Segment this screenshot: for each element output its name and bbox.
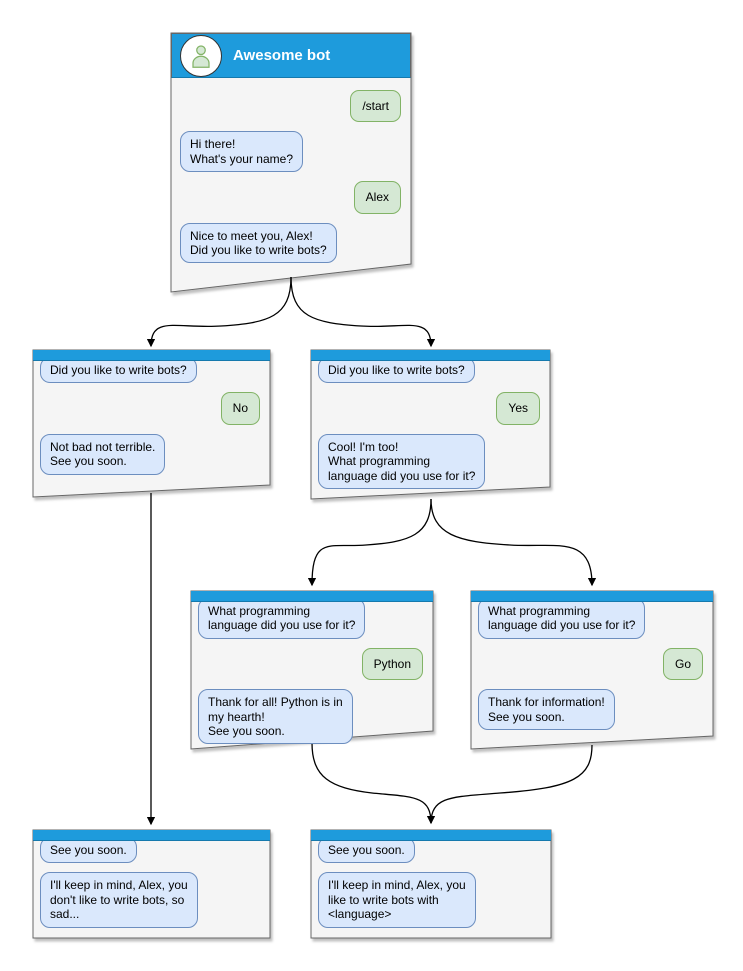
- chat-header-bar: [33, 830, 270, 841]
- chat-window-root: Awesome bot /start Hi there! What's your…: [171, 33, 411, 292]
- message-bubble-user: Go: [662, 647, 703, 681]
- edge-root-to-yes: [290, 276, 436, 348]
- bot-avatar: [180, 34, 222, 77]
- message-bubble-user: Python: [361, 647, 423, 681]
- chat-window-no-branch: Did you like to write bots? No Not bad n…: [33, 350, 270, 497]
- chat-window-end-no: See you soon. I'll keep in mind, Alex, y…: [33, 830, 270, 938]
- edge-yes-to-go: [430, 498, 597, 587]
- chat-body: See you soon. I'll keep in mind, Alex, y…: [311, 830, 551, 928]
- person-icon: [192, 44, 210, 68]
- message-bubble-bot: I'll keep in mind, Alex, you like to wri…: [318, 872, 476, 928]
- chat-body: See you soon. I'll keep in mind, Alex, y…: [33, 830, 270, 928]
- message-bubble-bot: I'll keep in mind, Alex, you don't like …: [40, 872, 198, 928]
- chat-header: Awesome bot: [171, 33, 411, 78]
- message-bubble-bot: Not bad not terrible. See you soon.: [40, 433, 166, 475]
- chat-header-bar: [471, 591, 713, 602]
- message-bubble-bot: Thank for all! Python is in my hearth! S…: [198, 689, 353, 745]
- edge-python-to-end-yes: [311, 742, 436, 825]
- message-bubble-bot: Nice to meet you, Alex! Did you like to …: [180, 222, 337, 264]
- message-bubble-bot: What programming language did you use fo…: [478, 598, 646, 639]
- edge-yes-to-python: [307, 498, 432, 587]
- chat-body: Did you like to write bots? No Not bad n…: [33, 350, 270, 475]
- message-bubble-user: Yes: [496, 392, 540, 425]
- edge-go-to-end-yes: [430, 744, 593, 824]
- message-bubble-bot: What programming language did you use fo…: [198, 598, 366, 639]
- bot-title: Awesome bot: [233, 47, 331, 64]
- edge-root-to-no: [146, 276, 292, 348]
- chat-window-end-yes: See you soon. I'll keep in mind, Alex, y…: [311, 830, 551, 938]
- message-bubble-bot: Hi there! What's your name?: [180, 131, 304, 173]
- chat-window-go-branch: What programming language did you use fo…: [471, 591, 713, 749]
- chat-header-bar: [311, 350, 550, 361]
- chat-body: What programming language did you use fo…: [191, 591, 433, 745]
- message-bubble-user: /start: [350, 90, 401, 123]
- chat-body: /start Hi there! What's your name? Alex …: [171, 78, 411, 264]
- chat-window-python-branch: What programming language did you use fo…: [191, 591, 433, 749]
- message-bubble-bot: Thank for information! See you soon.: [478, 689, 615, 730]
- chat-header-bar: [33, 350, 270, 361]
- message-bubble-bot: Cool! I'm too! What programming language…: [318, 433, 486, 489]
- message-bubble-user: No: [220, 392, 260, 425]
- chat-body: What programming language did you use fo…: [471, 591, 713, 730]
- chat-header-bar: [191, 591, 433, 602]
- message-bubble-bot: See you soon.: [40, 837, 137, 864]
- chat-window-yes-branch: Did you like to write bots? Yes Cool! I'…: [311, 350, 550, 499]
- message-bubble-bot: Did you like to write bots?: [318, 357, 475, 384]
- chat-body: Did you like to write bots? Yes Cool! I'…: [311, 350, 550, 489]
- message-bubble-user: Alex: [353, 181, 401, 214]
- chat-header-bar: [311, 830, 551, 841]
